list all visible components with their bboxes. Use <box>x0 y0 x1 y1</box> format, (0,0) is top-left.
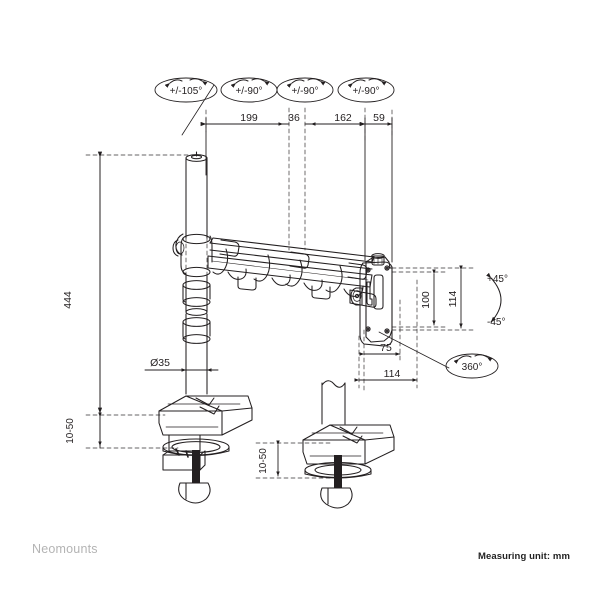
rotation-callouts <box>154 77 499 379</box>
dim-label-199: 199 <box>240 112 258 124</box>
extension-lines <box>85 107 477 479</box>
vesa-mounting-plate <box>350 253 393 347</box>
callout-label-90-c: +/-90° <box>352 86 379 97</box>
dim-label-444: 444 <box>62 291 74 309</box>
top-dimension-labels: 199 36 162 59 <box>240 112 385 124</box>
main-pole <box>180 151 213 395</box>
dim-label-114-horizontal: 114 <box>384 368 401 380</box>
extension-arm <box>172 233 377 308</box>
rotation-callout-labels: +/-105° +/-90° +/-90° +/-90° 360° <box>170 86 483 373</box>
rotation-arrow-heads <box>164 78 493 364</box>
callout-leader-lines <box>181 84 450 369</box>
measuring-unit-note: Measuring unit: mm <box>477 551 570 562</box>
tilt-callout-labels: +45° -45° <box>487 274 508 328</box>
dim-label-10-50-right: 10-50 <box>258 448 269 474</box>
callout-label-105: +/-105° <box>170 86 203 97</box>
dim-label-36: 36 <box>288 112 300 124</box>
vesa-vertical-dimensions <box>432 265 463 329</box>
brand-label: Neomounts <box>32 542 98 556</box>
left-desk-clamp <box>158 395 253 504</box>
right-grommet-base <box>302 380 395 509</box>
tilt-label-down: -45° <box>487 317 505 328</box>
tilt-label-up: +45° <box>487 274 508 285</box>
depth-dimensions <box>354 352 418 382</box>
tilt-callout <box>486 272 502 323</box>
dim-label-162: 162 <box>334 112 352 124</box>
callout-label-90-a: +/-90° <box>235 86 262 97</box>
callout-ellipse-90-b <box>276 77 334 103</box>
callout-ellipse-105 <box>154 77 218 103</box>
callout-ellipse-360 <box>445 353 499 379</box>
dim-label-diameter-35: Ø35 <box>150 357 170 369</box>
dim-label-75: 75 <box>380 342 392 354</box>
callout-label-90-b: +/-90° <box>291 86 318 97</box>
callout-label-360: 360° <box>462 362 483 373</box>
dim-label-10-50-left: 10-50 <box>65 418 76 444</box>
callout-ellipse-90-c <box>337 77 395 103</box>
dim-label-114-vertical: 114 <box>447 290 459 307</box>
dimension-witness-lines <box>99 117 393 449</box>
dim-label-100: 100 <box>420 291 432 309</box>
dim-label-59: 59 <box>373 112 385 124</box>
